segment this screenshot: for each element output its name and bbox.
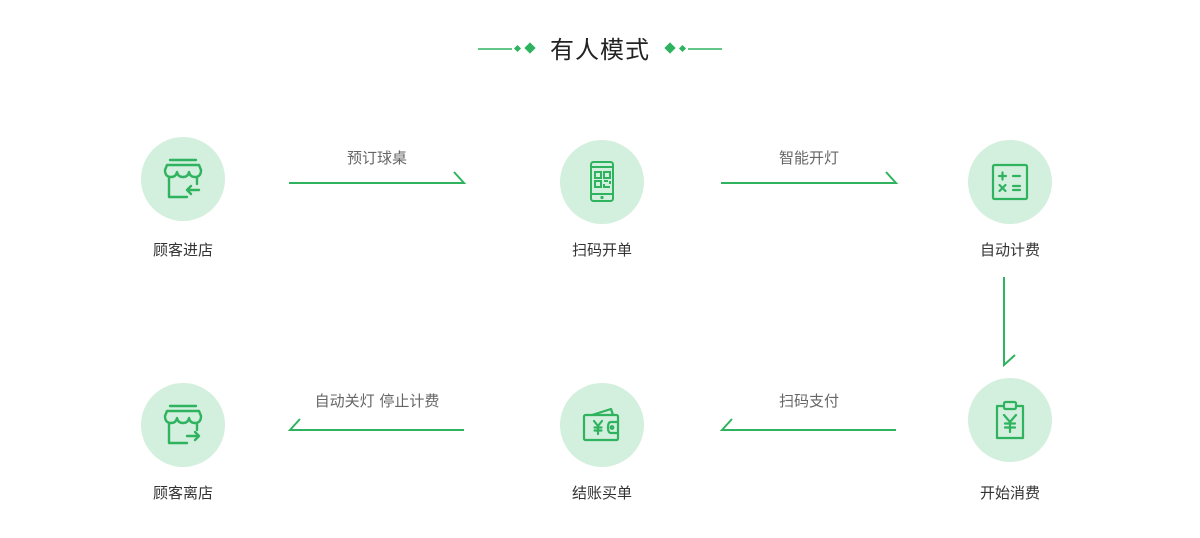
title-decoration (478, 42, 722, 54)
clipboard-yuan-icon (995, 400, 1025, 440)
node-circle (968, 378, 1052, 462)
arrow-down (1003, 277, 1016, 368)
node-label-start-consume: 开始消费 (979, 484, 1040, 502)
node-scan-open: 扫码开单 (532, 140, 672, 260)
phone-qr-icon (590, 161, 614, 202)
store-leave-icon (163, 404, 203, 445)
node-circle (968, 140, 1052, 224)
title-bar: 有人模式 (0, 28, 1200, 68)
node-label-auto-billing: 自动计费 (979, 241, 1040, 259)
node-circle (141, 137, 225, 221)
node-label-customer-enter: 顾客进店 (152, 241, 213, 259)
node-start-consume: 开始消费 (940, 378, 1080, 503)
node-circle (141, 383, 225, 467)
wallet-icon (582, 407, 620, 442)
step-label-scan-pay: 扫码支付 (778, 392, 839, 410)
arrow-auto-off (287, 418, 464, 431)
node-label-scan-open: 扫码开单 (571, 241, 632, 259)
node-customer-enter: 顾客进店 (113, 137, 253, 260)
node-label-customer-leave: 顾客离店 (152, 484, 213, 502)
node-auto-billing: 自动计费 (940, 140, 1080, 260)
store-enter-icon (163, 158, 203, 199)
node-customer-leave: 顾客离店 (113, 383, 253, 503)
arrow-smart-light (721, 171, 899, 184)
page-title: 有人模式 (550, 36, 650, 64)
step-label-auto-off: 自动关灯 停止计费 (314, 392, 440, 410)
step-label-book-table: 预订球桌 (346, 149, 407, 167)
node-label-checkout: 结账买单 (571, 484, 632, 502)
node-circle (560, 140, 644, 224)
node-circle (560, 383, 644, 467)
arrow-scan-pay (719, 418, 896, 431)
node-checkout: 结账买单 (532, 383, 672, 503)
arrow-book-table (289, 171, 467, 184)
step-label-smart-light: 智能开灯 (778, 149, 839, 167)
calculator-icon (991, 163, 1029, 201)
